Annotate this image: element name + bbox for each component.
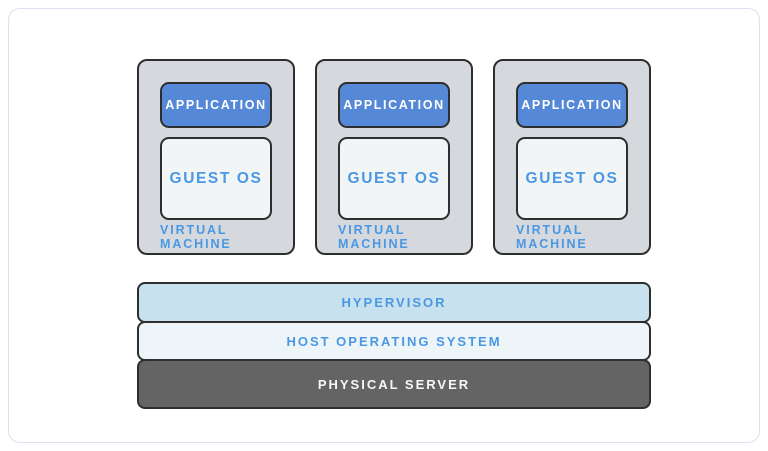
application-label: APPLICATION	[343, 98, 445, 112]
virtualization-diagram: APPLICATION GUEST OS VIRTUAL MACHINE APP…	[137, 59, 651, 409]
virtual-machine-box-3: APPLICATION GUEST OS VIRTUAL MACHINE	[493, 59, 651, 255]
virtual-machine-label: VIRTUAL MACHINE	[160, 222, 232, 251]
host-operating-system-layer: HOST OPERATING SYSTEM	[137, 321, 651, 361]
guest-os-label: GUEST OS	[169, 169, 263, 187]
guest-os-box: GUEST OS	[338, 137, 450, 220]
virtual-machine-label: VIRTUAL MACHINE	[516, 222, 588, 251]
virtual-machine-box-1: APPLICATION GUEST OS VIRTUAL MACHINE	[137, 59, 295, 255]
virtual-machines-row: APPLICATION GUEST OS VIRTUAL MACHINE APP…	[137, 59, 651, 255]
virtual-machine-box-2: APPLICATION GUEST OS VIRTUAL MACHINE	[315, 59, 473, 255]
guest-os-box: GUEST OS	[160, 137, 272, 220]
guest-os-box: GUEST OS	[516, 137, 628, 220]
application-label: APPLICATION	[165, 98, 267, 112]
application-box: APPLICATION	[516, 82, 628, 128]
virtual-machine-label: VIRTUAL MACHINE	[338, 222, 410, 251]
application-label: APPLICATION	[521, 98, 623, 112]
physical-server-layer: PHYSICAL SERVER	[137, 359, 651, 409]
guest-os-label: GUEST OS	[525, 169, 619, 187]
application-box: APPLICATION	[160, 82, 272, 128]
infrastructure-layers: HYPERVISOR HOST OPERATING SYSTEM PHYSICA…	[137, 282, 651, 409]
guest-os-label: GUEST OS	[347, 169, 441, 187]
diagram-card: APPLICATION GUEST OS VIRTUAL MACHINE APP…	[8, 8, 760, 443]
application-box: APPLICATION	[338, 82, 450, 128]
hypervisor-layer: HYPERVISOR	[137, 282, 651, 323]
